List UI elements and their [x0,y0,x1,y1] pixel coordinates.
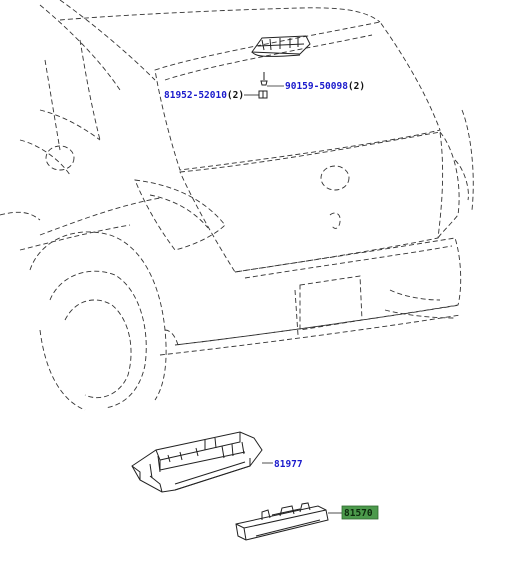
stop-lamp-assembly [235,502,329,541]
stop-lamp-lens [131,431,263,493]
callout-lens[interactable]: 81977 [274,459,303,470]
part-number-screw[interactable]: 90159-50098 [285,81,348,92]
part-number-lens[interactable]: 81977 [274,459,303,470]
callout-screw[interactable]: 90159-50098(2) [285,81,365,92]
highlight-box [341,505,379,520]
car-body-outline [0,0,474,411]
installed-stop-lamp [251,35,311,57]
callout-lamp[interactable]: 81570 [341,505,379,520]
screw-icon [260,72,268,86]
part-number-lamp[interactable]: 81570 [344,508,373,519]
qty-grommet: (2) [227,90,244,101]
qty-screw: (2) [348,81,365,92]
callout-grommet[interactable]: 81952-52010(2) [164,90,244,101]
grommet-icon [258,90,268,99]
part-number-grommet[interactable]: 81952-52010 [164,90,227,101]
